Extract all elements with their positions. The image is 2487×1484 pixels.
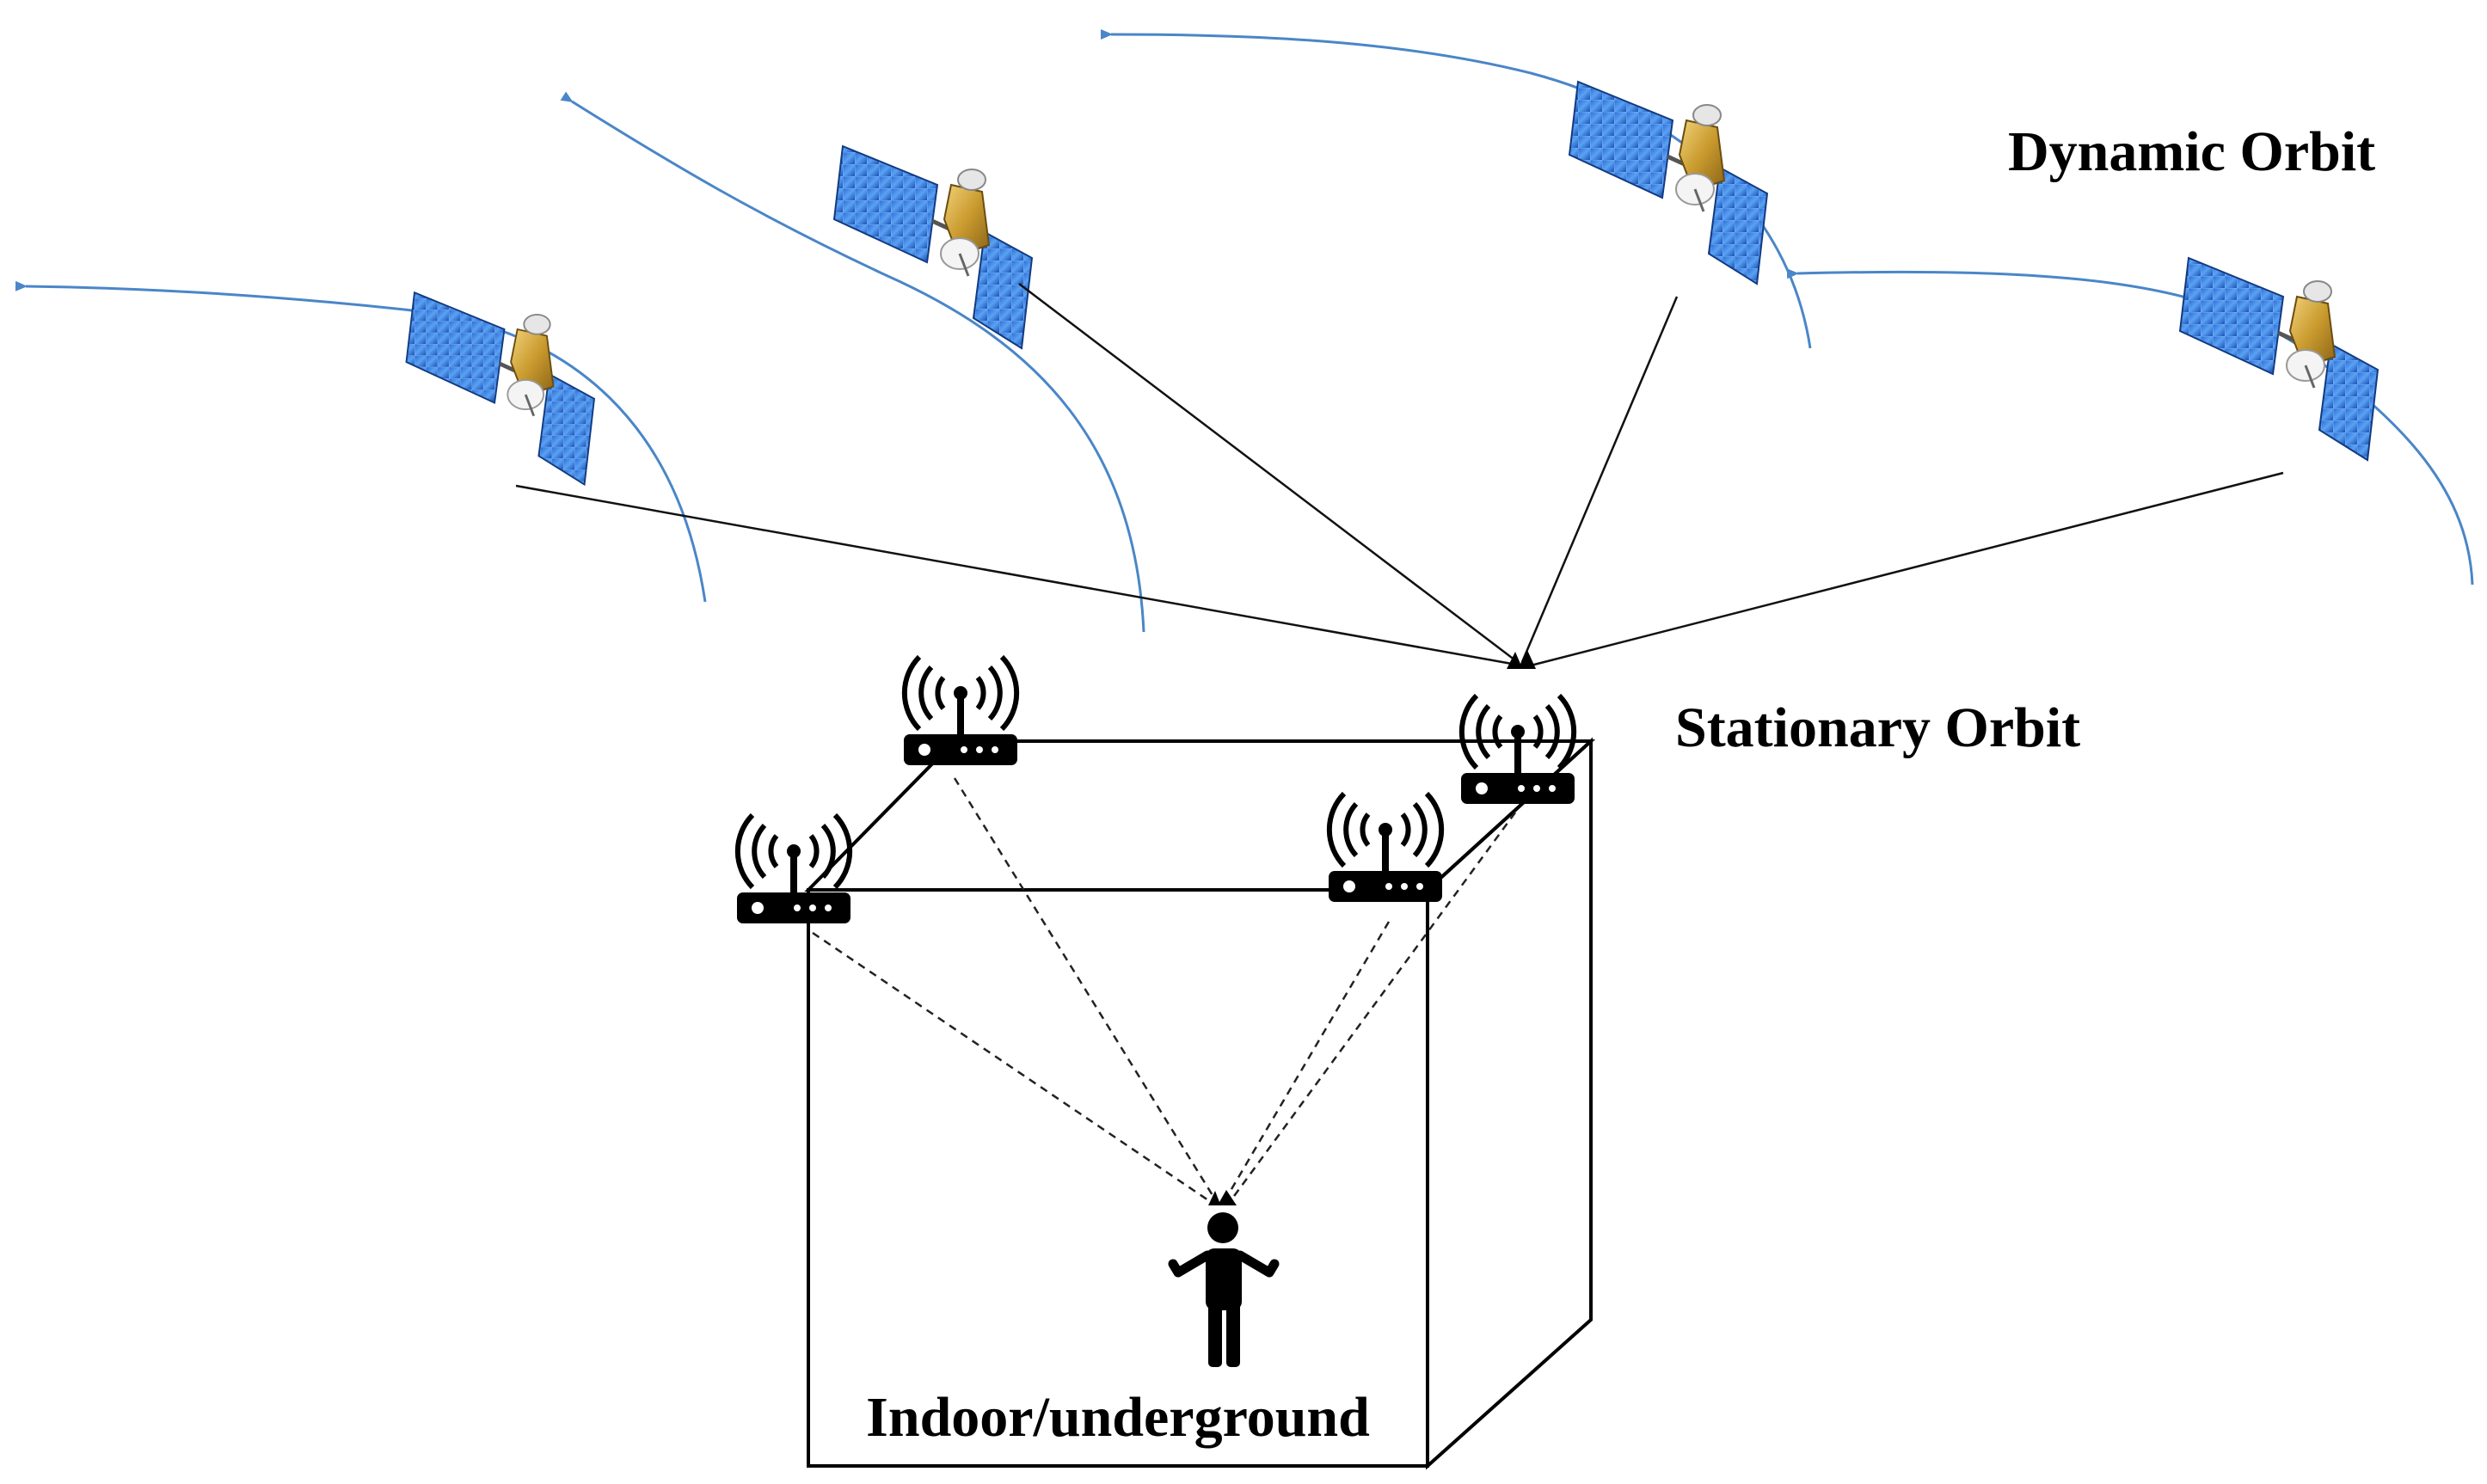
wireless-router-icon [1329,794,1442,902]
indoor-link-2 [953,777,1217,1200]
signal-receiver-icon [1507,650,1536,669]
indoor-link-4 [1228,812,1517,1203]
indoor-links [812,777,1517,1204]
person-icon [1168,1190,1280,1367]
satellite-link-2 [1018,283,1516,661]
building-front-face [807,888,1429,1468]
satellite-icon [1569,82,1767,284]
satellite-link-1 [515,484,1513,665]
stationary-orbit-label: Stationary Orbit [1675,696,2080,759]
satellite-link-4 [1530,471,2284,667]
routers [737,657,1575,923]
dynamic-orbit-label: Dynamic Orbit [2008,120,2375,183]
satellite-icon [2180,258,2378,460]
orbit-arrow-1 [15,280,707,603]
satellite-icon [407,292,595,484]
satellite-icon [834,146,1032,348]
satellite-links [515,283,2284,667]
building-side-face [1426,737,1593,1470]
building-box [804,737,1596,1470]
wireless-router-icon [737,815,850,923]
indoor-label: Indoor/underground [866,1386,1370,1449]
wireless-router-icon [1461,696,1575,804]
indoor-link-1 [812,931,1212,1204]
orbit-arrow-2 [560,91,1145,633]
indoor-link-3 [1224,921,1391,1200]
wireless-router-icon [904,657,1017,765]
satellite-link-3 [1520,296,1679,663]
